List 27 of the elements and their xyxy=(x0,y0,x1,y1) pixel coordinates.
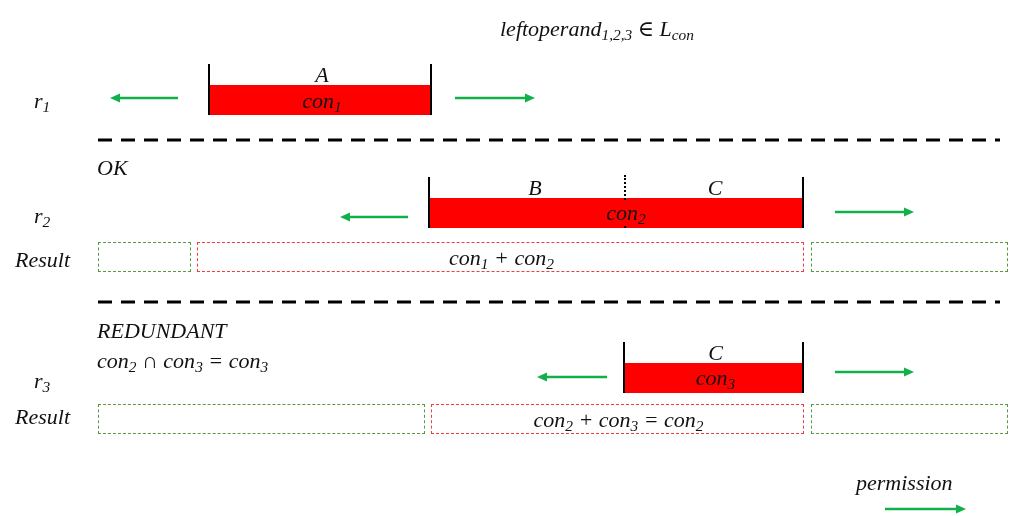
legend-label: permission xyxy=(856,472,953,494)
result-gap-box xyxy=(811,242,1008,272)
constraint-bar xyxy=(623,342,804,393)
status-label: OK xyxy=(97,157,128,179)
result-label: con$_{2}$ + con$_{3}$ = con$_{2}$ xyxy=(532,409,705,431)
result-label: Result xyxy=(15,406,70,428)
segment-label: C xyxy=(707,342,724,364)
formula: con$_{2}$ ∩ con$_{3}$ = con$_{3}$ xyxy=(97,350,269,372)
segment-label: B xyxy=(527,177,543,199)
status-label: REDUNDANT xyxy=(97,320,227,342)
formula-title: leftoperand$_{1,2,3}$ ∈ L$_{con}$ xyxy=(500,18,694,40)
result-gap-box xyxy=(811,404,1008,434)
segment-label: C xyxy=(706,177,724,199)
result-box xyxy=(197,242,804,272)
result-gap-box xyxy=(98,242,191,272)
constraint-bar xyxy=(208,64,432,115)
result-gap-box xyxy=(98,404,425,434)
row-label: r$_{1}$ xyxy=(34,90,51,112)
bar-label: con$_{3}$ xyxy=(694,367,737,389)
result-label: con$_{1}$ + con$_{2}$ xyxy=(448,247,555,269)
constraint-bar xyxy=(428,177,804,228)
result-label: Result xyxy=(15,249,70,271)
row-label: r$_{3}$ xyxy=(34,370,51,392)
segment-label: A xyxy=(313,64,330,86)
result-box xyxy=(431,404,804,434)
row-label: r$_{2}$ xyxy=(34,205,51,227)
bar-label: con$_{1}$ xyxy=(301,90,343,112)
